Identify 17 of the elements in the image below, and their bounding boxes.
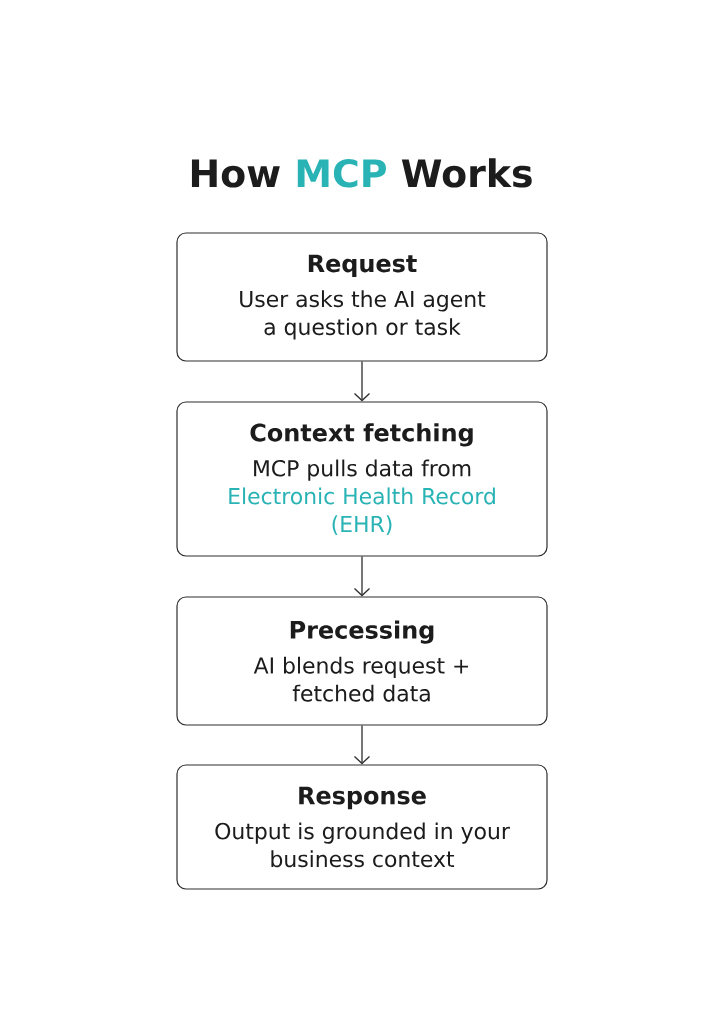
arrow (353, 555, 371, 597)
step-title: Context fetching (250, 423, 473, 447)
process-box (176, 401, 548, 557)
step-description: MCP pulls data from (254, 459, 471, 481)
step-description: User asks the AI agent a question or task (240, 290, 486, 340)
title: How MCP Works (191, 158, 532, 188)
step-description: AI blends request + fetched data (253, 656, 469, 702)
arrow (353, 360, 371, 402)
process-box (176, 596, 548, 726)
step-title: Response (299, 786, 426, 810)
process-box (176, 764, 548, 890)
step-description: Output is grounded in your business context (215, 822, 510, 868)
step-title: Request (308, 254, 417, 277)
arrow (353, 724, 371, 765)
process-box (176, 232, 548, 362)
step-title: Precessing (290, 620, 434, 644)
highlighted-text: Electronic Health Record (EHR) (229, 487, 495, 535)
